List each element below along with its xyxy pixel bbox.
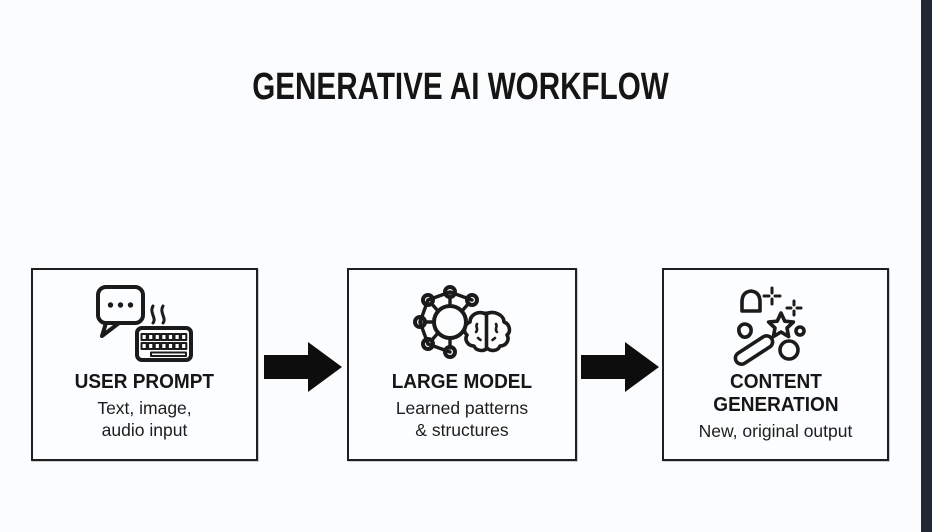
page-title: GENERATIVE AI WORKFLOW xyxy=(252,66,669,108)
speech-bubble-keyboard-icon xyxy=(93,283,197,367)
step-title-line: CONTENT xyxy=(729,371,822,393)
neural-network-brain-icon xyxy=(410,283,514,367)
step-subtitle: New, original output xyxy=(699,420,853,442)
step-subtitle-line: Learned patterns xyxy=(395,398,529,418)
step-box-user-prompt: USER PROMPT Text, image, audio input xyxy=(31,268,258,461)
arrow-right-icon xyxy=(581,342,659,392)
step-subtitle: Learned patterns & structures xyxy=(396,397,528,441)
step-title: CONTENT GENERATION xyxy=(710,371,842,417)
step-subtitle-line: audio input xyxy=(101,420,188,440)
step-subtitle-line: Text, image, xyxy=(97,398,192,418)
step-subtitle-line: New, original output xyxy=(698,421,853,441)
step-title: LARGE MODEL xyxy=(388,371,536,394)
step-box-large-model: LARGE MODEL Learned patterns & structure… xyxy=(347,268,577,461)
right-edge-bar xyxy=(921,0,932,532)
step-title-line: LARGE MODEL xyxy=(391,371,533,393)
arrow-right-icon xyxy=(264,342,342,392)
step-box-content-generation: CONTENT GENERATION New, original output xyxy=(662,268,889,461)
step-subtitle: Text, image, audio input xyxy=(97,397,191,441)
step-title: USER PROMPT xyxy=(71,371,218,394)
magic-wand-sparkles-icon xyxy=(724,283,828,367)
step-title-line: USER PROMPT xyxy=(74,371,215,393)
step-subtitle-line: & structures xyxy=(415,420,509,440)
step-title-line: GENERATION xyxy=(712,394,839,416)
